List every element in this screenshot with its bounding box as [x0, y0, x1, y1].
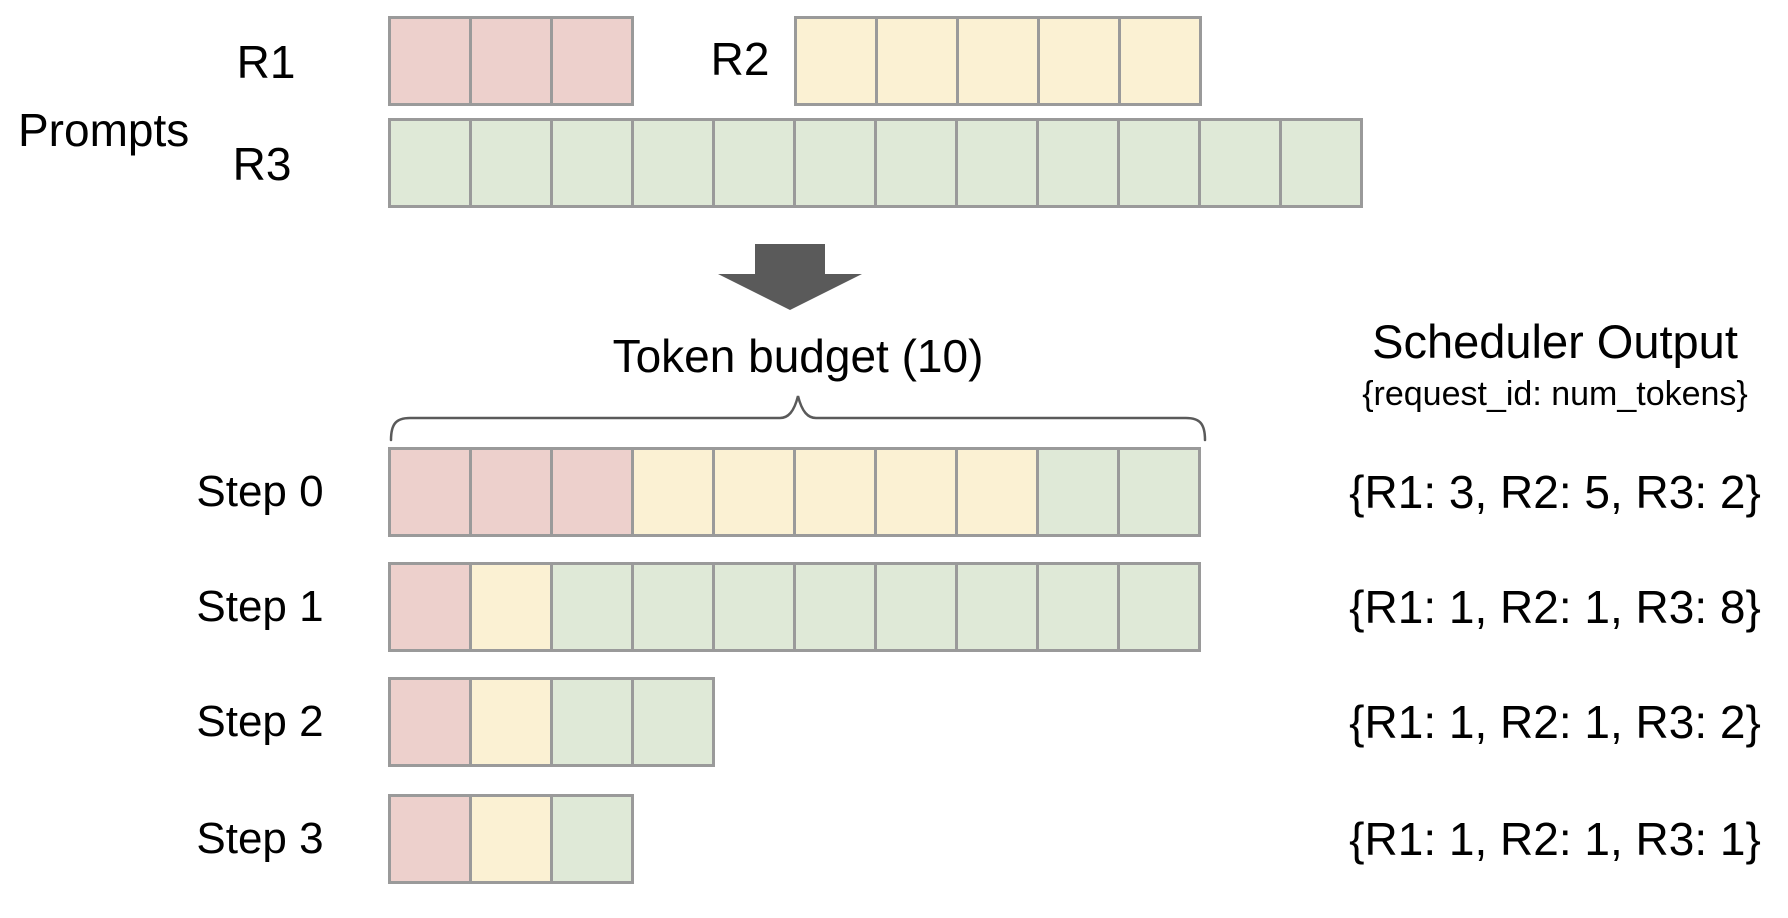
step-label-1: Step 1 [196, 582, 324, 631]
down-arrow-icon [718, 244, 862, 310]
prompt-label-r3: R3 [232, 138, 292, 190]
token-cell-r1 [388, 794, 472, 884]
token-cell-r1 [388, 562, 472, 652]
token-cell-r3 [631, 677, 715, 767]
token-cell-r3 [1198, 118, 1282, 208]
token-cell-r3 [955, 562, 1039, 652]
token-cell-r3 [631, 118, 715, 208]
token-cell-r3 [1117, 447, 1201, 537]
scheduler-output-title: Scheduler Output [1372, 315, 1738, 368]
token-cell-r3 [1036, 562, 1120, 652]
scheduler-output-subtitle: {request_id: num_tokens} [1362, 375, 1748, 413]
scheduler-output-step-0: {R1: 3, R2: 5, R3: 2} [1349, 466, 1761, 518]
step-row-0-cells [388, 447, 1201, 537]
token-cell-r3 [955, 118, 1039, 208]
token-cell-r2 [469, 677, 553, 767]
token-cell-r2 [631, 447, 715, 537]
prompt-row-r2-cells [794, 16, 1202, 106]
token-cell-r3 [469, 118, 553, 208]
token-cell-r1 [550, 447, 634, 537]
token-cell-r1 [388, 677, 472, 767]
token-cell-r3 [712, 562, 796, 652]
token-budget-brace [389, 395, 1207, 442]
token-cell-r3 [550, 794, 634, 884]
prompt-label-r2: R2 [710, 33, 770, 85]
token-cell-r3 [1279, 118, 1363, 208]
step-row-3-cells [388, 794, 634, 884]
token-cell-r3 [1036, 447, 1120, 537]
token-cell-r2 [712, 447, 796, 537]
token-cell-r1 [388, 447, 472, 537]
token-cell-r3 [874, 118, 958, 208]
token-cell-r2 [874, 447, 958, 537]
step-row-1-cells [388, 562, 1201, 652]
prompt-label-r1: R1 [236, 36, 296, 88]
prompts-section-label: Prompts [18, 104, 190, 156]
token-cell-r3 [550, 118, 634, 208]
token-cell-r3 [388, 118, 472, 208]
step-label-0: Step 0 [196, 467, 324, 516]
scheduler-output-step-3: {R1: 1, R2: 1, R3: 1} [1349, 813, 1761, 865]
token-cell-r2 [793, 447, 877, 537]
token-cell-r1 [550, 16, 634, 106]
token-cell-r3 [793, 562, 877, 652]
token-cell-r1 [469, 16, 553, 106]
token-cell-r2 [875, 16, 959, 106]
token-cell-r3 [1117, 562, 1201, 652]
token-cell-r1 [388, 16, 472, 106]
scheduler-output-step-2: {R1: 1, R2: 1, R3: 2} [1349, 696, 1761, 748]
token-cell-r3 [1117, 118, 1201, 208]
token-cell-r2 [1037, 16, 1121, 106]
step-row-2-cells [388, 677, 715, 767]
step-label-2: Step 2 [196, 697, 324, 746]
token-cell-r3 [1036, 118, 1120, 208]
token-cell-r3 [874, 562, 958, 652]
scheduler-output-step-1: {R1: 1, R2: 1, R3: 8} [1349, 581, 1761, 633]
token-cell-r2 [955, 447, 1039, 537]
token-cell-r3 [793, 118, 877, 208]
token-cell-r3 [631, 562, 715, 652]
prompt-row-r1-cells [388, 16, 634, 106]
token-cell-r2 [469, 562, 553, 652]
token-cell-r1 [469, 447, 553, 537]
token-cell-r3 [550, 677, 634, 767]
token-cell-r3 [712, 118, 796, 208]
token-cell-r3 [550, 562, 634, 652]
token-cell-r2 [794, 16, 878, 106]
token-cell-r2 [956, 16, 1040, 106]
token-cell-r2 [1118, 16, 1202, 106]
token-cell-r2 [469, 794, 553, 884]
step-label-3: Step 3 [196, 814, 324, 863]
token-budget-label: Token budget (10) [612, 330, 984, 382]
prompt-row-r3-cells [388, 118, 1363, 208]
